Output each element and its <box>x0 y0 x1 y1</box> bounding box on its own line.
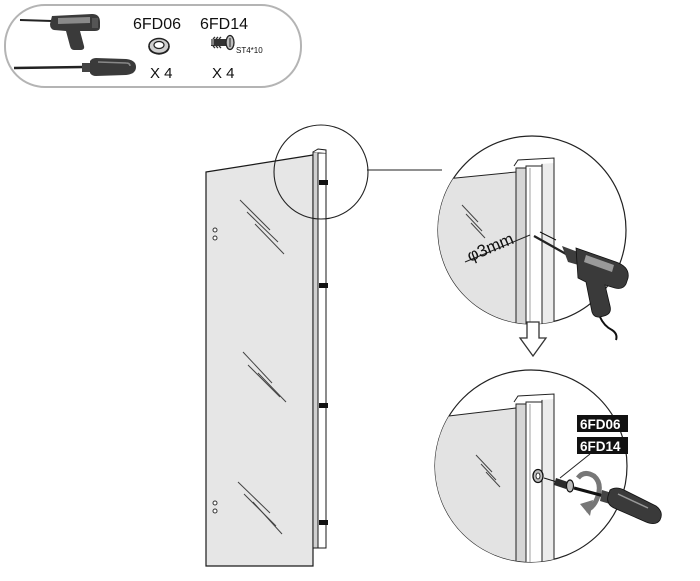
leader-line <box>559 453 591 479</box>
part1-qty: X 4 <box>150 65 173 82</box>
profile-screws <box>319 180 328 525</box>
dimension-line <box>464 234 531 263</box>
glass-panel <box>205 154 314 567</box>
rotation-arrow-icon <box>576 470 602 516</box>
electric-drill-icon <box>533 231 629 341</box>
washer-icon <box>148 37 170 55</box>
electric-drill-icon <box>19 14 100 50</box>
part-tag-2: 6FD14 <box>577 437 628 454</box>
detail-callout <box>273 124 442 220</box>
glass-reflection <box>237 199 287 535</box>
part-tag-1: 6FD06 <box>577 415 628 432</box>
parts-box: 6FD06 X 4 6FD14 ST4*10 X 4 <box>4 4 302 88</box>
hinge-holes <box>212 227 218 514</box>
screwdriver-icon <box>573 486 662 524</box>
tag-6fd14: 6FD14 <box>580 439 621 454</box>
screwing-detail: 6FD06 6FD14 <box>434 369 662 563</box>
screw-icon <box>211 34 235 51</box>
part1-code: 6FD06 <box>133 16 181 33</box>
washer-icon <box>532 468 544 484</box>
tag-6fd06: 6FD06 <box>580 417 621 432</box>
drilling-detail: φ3mm <box>437 135 629 341</box>
wall-profile <box>312 148 328 549</box>
part2-code: 6FD14 <box>200 16 248 33</box>
screwdriver-icon <box>13 58 136 76</box>
part2-spec: ST4*10 <box>236 46 263 55</box>
screw-icon <box>554 478 575 493</box>
part2-qty: X 4 <box>212 65 235 82</box>
down-arrow-icon <box>518 321 548 358</box>
